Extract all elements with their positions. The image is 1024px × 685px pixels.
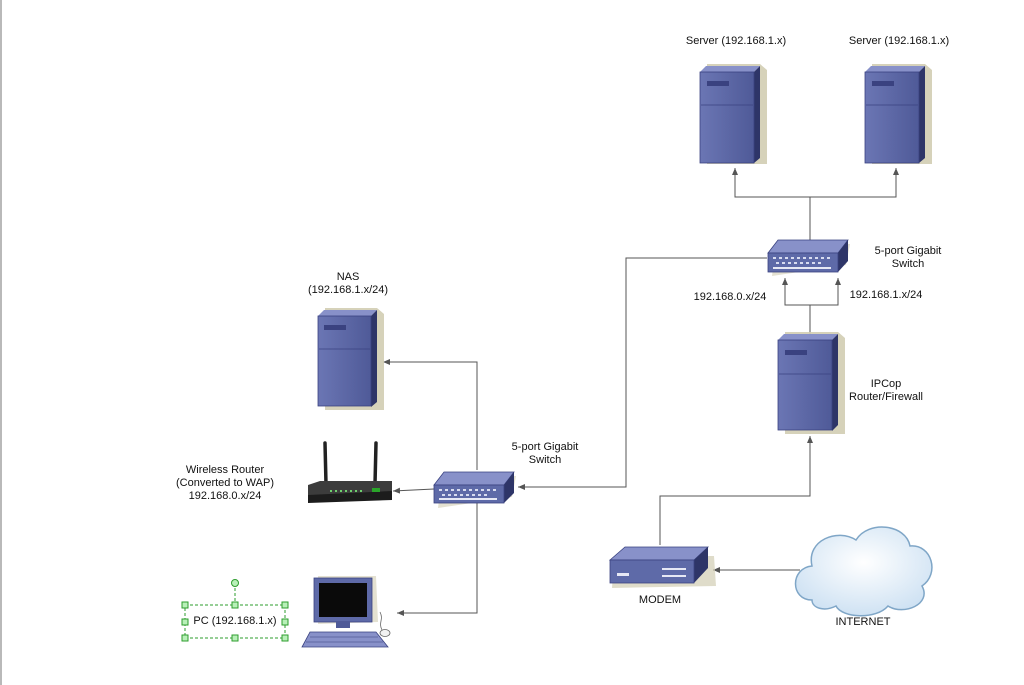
switch-bottom[interactable] bbox=[433, 471, 516, 508]
label-firewall-line1: IPCop bbox=[870, 378, 902, 390]
label-switch-bottom: 5-port Gigabit Switch bbox=[495, 441, 595, 467]
firewall-server[interactable] bbox=[777, 332, 845, 434]
connectors bbox=[383, 168, 899, 616]
label-switch-top-line2: Switch bbox=[891, 258, 925, 270]
resize-handle[interactable] bbox=[281, 601, 289, 609]
server-left[interactable] bbox=[699, 64, 767, 164]
resize-handle[interactable] bbox=[181, 601, 189, 609]
switch-top[interactable] bbox=[767, 239, 850, 276]
rotate-handle[interactable] bbox=[231, 579, 239, 587]
label-wireless-router: Wireless Router (Converted to WAP) 192.1… bbox=[160, 464, 290, 503]
connector-switch-to-server-right bbox=[810, 168, 899, 198]
label-switch-top-line1: 5-port Gigabit bbox=[874, 245, 942, 257]
internet-cloud bbox=[794, 526, 933, 617]
connector-switch-to-pc bbox=[397, 502, 478, 616]
connector-switch-to-nas bbox=[383, 359, 478, 470]
label-wireless-line1: Wireless Router bbox=[185, 464, 265, 476]
resize-handle[interactable] bbox=[281, 634, 289, 642]
connector-modem-to-firewall bbox=[659, 436, 813, 545]
label-pc[interactable]: PC (192.168.1.x) bbox=[193, 615, 277, 627]
pc-label-selection[interactable] bbox=[181, 579, 289, 642]
label-nas: NAS (192.168.1.x/24) bbox=[298, 271, 398, 297]
resize-handle[interactable] bbox=[231, 634, 239, 642]
resize-handle[interactable] bbox=[181, 618, 189, 626]
window-left-border bbox=[0, 0, 2, 685]
resize-handle[interactable] bbox=[181, 634, 189, 642]
label-switch-bottom-line2: Switch bbox=[528, 454, 562, 466]
label-modem: MODEM bbox=[638, 594, 682, 606]
label-server-left: Server (192.168.1.x) bbox=[685, 35, 787, 47]
resize-handle[interactable] bbox=[231, 601, 239, 609]
resize-handle[interactable] bbox=[281, 618, 289, 626]
server-right[interactable] bbox=[864, 64, 932, 164]
wireless-router[interactable] bbox=[308, 441, 392, 503]
label-server-right: Server (192.168.1.x) bbox=[848, 35, 950, 47]
pc-computer[interactable] bbox=[301, 576, 391, 648]
connector-switch-to-wireless bbox=[392, 487, 435, 494]
connector-firewall-to-switch-right bbox=[810, 278, 841, 306]
label-internet: INTERNET bbox=[835, 616, 891, 628]
modem-device[interactable] bbox=[608, 546, 716, 588]
label-nas-line2: (192.168.1.x/24) bbox=[307, 284, 389, 296]
label-nas-line1: NAS bbox=[336, 271, 360, 283]
label-firewall-line2: Router/Firewall bbox=[849, 391, 923, 403]
label-wireless-line3: 192.168.0.x/24 bbox=[188, 490, 262, 502]
label-network-1: 192.168.1.x/24 bbox=[849, 289, 923, 301]
label-network-0: 192.168.0.x/24 bbox=[693, 291, 767, 303]
label-switch-bottom-line1: 5-port Gigabit bbox=[511, 441, 579, 453]
label-firewall: IPCop Router/Firewall bbox=[836, 378, 936, 404]
connector-firewall-to-switch-left bbox=[782, 278, 810, 306]
connector-top-switch-to-bottom-switch bbox=[518, 257, 767, 490]
nas-server[interactable] bbox=[317, 308, 384, 410]
connector-switch-to-server-left bbox=[732, 168, 811, 247]
label-switch-top: 5-port Gigabit Switch bbox=[858, 245, 958, 271]
label-wireless-line2: (Converted to WAP) bbox=[175, 477, 274, 489]
